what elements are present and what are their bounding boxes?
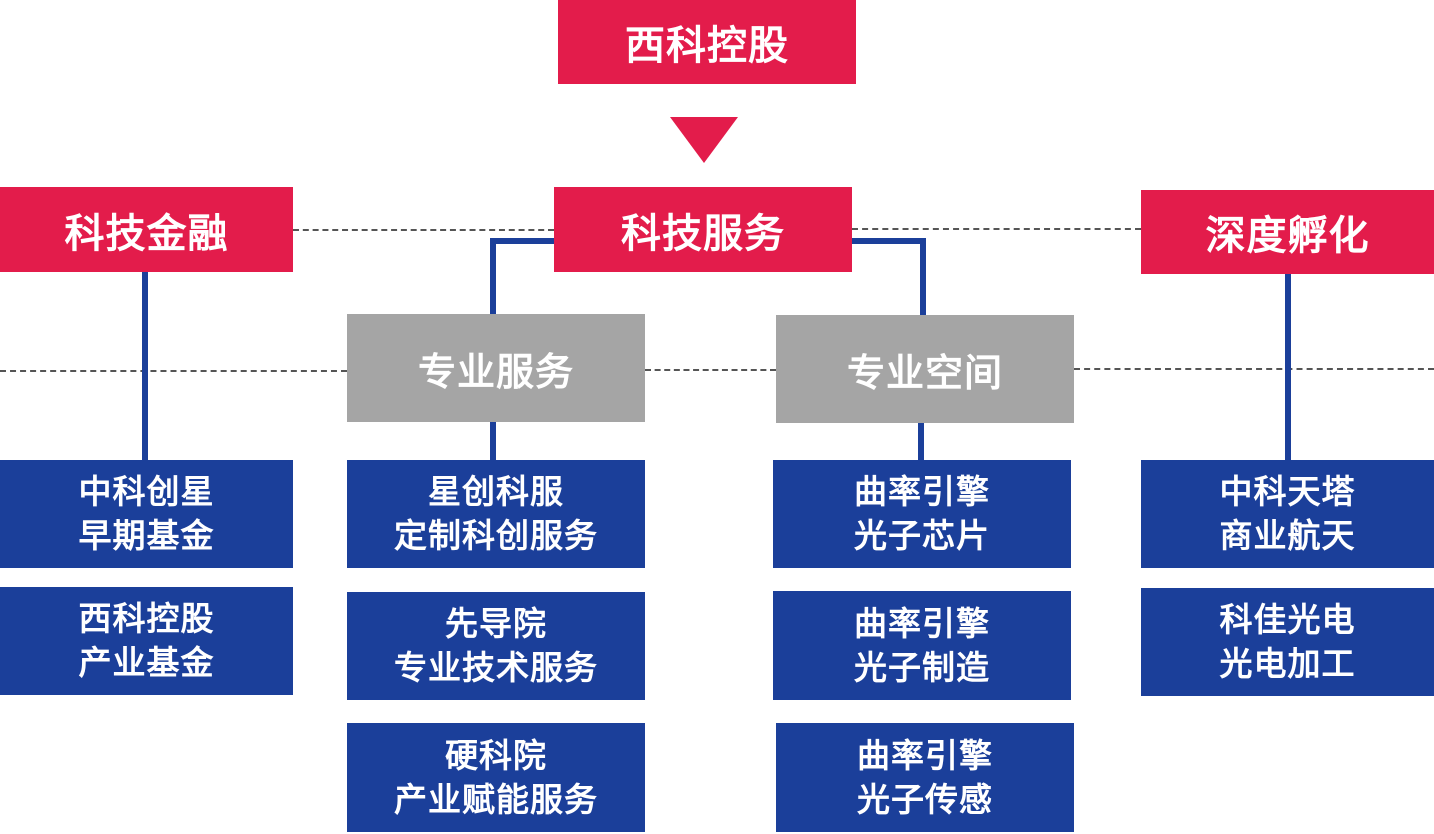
leaf-prof-space-2: 曲率引擎 光子制造 xyxy=(773,591,1071,700)
node-professional-service: 专业服务 xyxy=(347,314,645,422)
connector-finance xyxy=(142,272,148,462)
root-node: 西科控股 xyxy=(558,0,856,84)
leaf-line: 西科控股 xyxy=(78,599,215,638)
node-tech-finance: 科技金融 xyxy=(0,187,293,272)
connector-service-right-h xyxy=(850,238,926,244)
connector-service-left-v xyxy=(490,238,496,316)
dashed-line-level2-b xyxy=(645,369,776,371)
leaf-prof-service-1: 星创科服 定制科创服务 xyxy=(347,460,645,568)
leaf-line: 中科天塔 xyxy=(1219,472,1356,511)
leaf-incubation-1: 中科天塔 商业航天 xyxy=(1141,460,1434,568)
leaf-line: 专业技术服务 xyxy=(394,648,598,687)
dashed-line-level1-left xyxy=(293,229,554,231)
dashed-line-level2-c xyxy=(1074,368,1434,370)
leaf-line: 曲率引擎 xyxy=(854,472,990,511)
leaf-line: 光子传感 xyxy=(857,779,993,819)
leaf-line: 早期基金 xyxy=(78,516,215,555)
leaf-line: 定制科创服务 xyxy=(394,516,598,555)
connector-service-right-v xyxy=(920,238,926,317)
leaf-line: 光子芯片 xyxy=(854,516,990,555)
down-arrow-icon xyxy=(670,117,738,163)
connector-service-left-h xyxy=(490,238,556,244)
connector-incubation xyxy=(1285,274,1291,462)
leaf-line: 曲率引擎 xyxy=(857,735,993,775)
node-deep-incubation: 深度孵化 xyxy=(1141,190,1434,274)
leaf-line: 光电加工 xyxy=(1219,644,1356,683)
leaf-finance-2: 西科控股 产业基金 xyxy=(0,587,293,695)
connector-prof-space xyxy=(918,423,924,462)
leaf-line: 中科创星 xyxy=(78,472,215,511)
leaf-line: 先导院 xyxy=(445,604,547,643)
leaf-line: 光子制造 xyxy=(854,647,990,687)
leaf-prof-service-2: 先导院 专业技术服务 xyxy=(347,592,645,700)
leaf-line: 星创科服 xyxy=(428,472,564,511)
dashed-line-level1-right xyxy=(852,228,1141,230)
node-professional-space: 专业空间 xyxy=(776,315,1074,423)
leaf-line: 硬科院 xyxy=(445,735,547,775)
connector-prof-service xyxy=(490,422,496,462)
node-tech-service: 科技服务 xyxy=(554,187,852,272)
dashed-line-level2-a xyxy=(0,370,347,372)
leaf-incubation-2: 科佳光电 光电加工 xyxy=(1141,588,1434,696)
leaf-line: 科佳光电 xyxy=(1219,600,1356,639)
leaf-line: 商业航天 xyxy=(1219,516,1356,555)
leaf-line: 产业基金 xyxy=(78,643,215,682)
leaf-finance-1: 中科创星 早期基金 xyxy=(0,460,293,568)
leaf-prof-service-3: 硬科院 产业赋能服务 xyxy=(347,723,645,832)
leaf-prof-space-1: 曲率引擎 光子芯片 xyxy=(773,460,1071,568)
leaf-prof-space-3: 曲率引擎 光子传感 xyxy=(776,723,1074,832)
leaf-line: 产业赋能服务 xyxy=(394,779,598,819)
leaf-line: 曲率引擎 xyxy=(854,603,990,643)
